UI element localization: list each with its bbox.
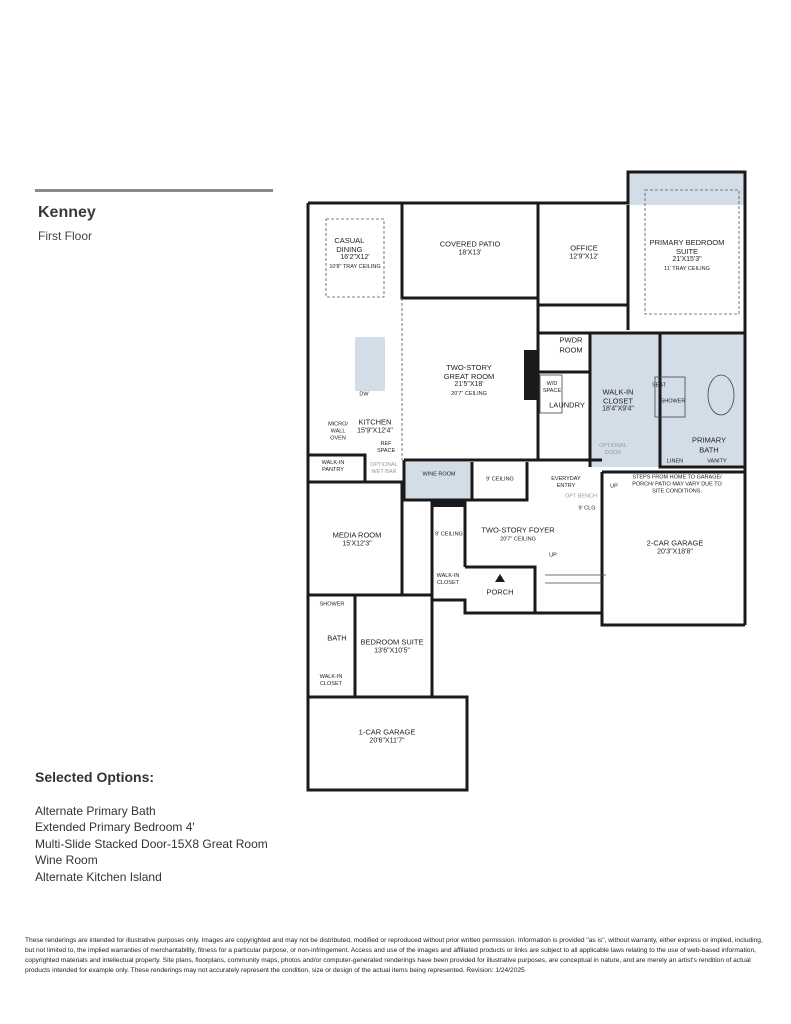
dishwasher-label: DW	[359, 391, 369, 398]
everyday-entry-label: EVERYDAY ENTRY	[551, 476, 581, 489]
room-note: 11' TRAY CEILING	[664, 265, 710, 272]
room-dims: 16'2"X12'	[340, 254, 370, 261]
linen-label: LINEN	[666, 458, 684, 465]
room-primary-bath: PRIMARY BATH	[689, 435, 729, 456]
vanity-label: VANITY	[707, 458, 727, 465]
room-name: 1-CAR GARAGE	[358, 727, 416, 737]
shower-primary	[654, 376, 686, 418]
room-name: 2-CAR GARAGE	[646, 538, 704, 548]
nine-clg-label: 9' CLG	[578, 505, 596, 512]
room-foyer: TWO-STORY FOYER 20'7" CEILING	[481, 525, 555, 544]
room-note: 10'8" TRAY CEILING	[329, 263, 381, 270]
walls	[306, 170, 747, 792]
room-name: PRIMARY BATH	[691, 435, 727, 454]
room-name: WALK-IN CLOSET	[602, 387, 634, 405]
room-kitchen: KITCHEN 15'9"X12'4"	[357, 417, 393, 436]
room-dims: 18'4"X9'4"	[602, 405, 634, 413]
walk-in-pantry-label: WALK-IN PANTRY	[321, 460, 345, 473]
room-dims: 20'3"X18'8"	[657, 548, 693, 555]
room-name: BATH	[327, 633, 347, 643]
bath-b-label: BATH	[327, 634, 346, 644]
entry-arrow-icon	[495, 574, 505, 582]
bedroom-extension-highlight	[629, 173, 745, 205]
kitchen-island	[355, 337, 385, 391]
room-one-car-garage: 1-CAR GARAGE 20'6"X11'7"	[358, 727, 416, 746]
selected-options-heading: Selected Options:	[35, 769, 155, 785]
room-office: OFFICE 12'9"X12'	[569, 243, 599, 262]
room-primary-bedroom: PRIMARY BEDROOM SUITE 21'X15'3" 11' TRAY…	[647, 238, 727, 273]
room-note: 20'7" CEILING	[451, 390, 487, 397]
closet-bath-highlight	[590, 333, 745, 467]
room-name: CASUAL DINING	[334, 236, 365, 254]
option-item: Extended Primary Bedroom 4'	[35, 820, 195, 835]
room-dims: 15'9"X12'4"	[357, 427, 393, 434]
room-dims: 18'X13'	[458, 249, 482, 256]
walk-in-closet-b-label: WALK-IN CLOSET	[436, 573, 460, 586]
room-note: 20'7" CEILING	[500, 536, 536, 542]
selected-options-list: Alternate Primary Bath Extended Primary …	[35, 803, 268, 885]
room-laundry: LAUNDRY	[549, 401, 585, 411]
room-name: KITCHEN	[358, 417, 392, 427]
wd-space-label: W/D SPACE	[542, 381, 562, 394]
room-name: PORCH	[486, 587, 514, 597]
tray-ceilings	[325, 189, 740, 460]
room-name: PRIMARY BEDROOM SUITE	[649, 238, 725, 256]
room-casual-dining: CASUAL DINING 16'2"X12' 10'8" TRAY CEILI…	[329, 236, 381, 271]
bathtub	[707, 374, 735, 416]
room-name: MEDIA ROOM	[332, 530, 382, 540]
room-name: COVERED PATIO	[439, 239, 501, 249]
floor-label: First Floor	[38, 229, 92, 243]
room-pwdr: PWDR ROOM	[556, 335, 586, 356]
room-great-room: TWO-STORY GREAT ROOM 21'5"X18' 20'7" CEI…	[439, 363, 499, 398]
up-label: UP	[610, 483, 618, 490]
room-dims: 21'5"X18'	[454, 381, 484, 388]
walk-in-closet-c-label: WALK-IN CLOSET	[319, 674, 343, 687]
room-dims: 12'9"X12'	[569, 253, 599, 260]
room-dims: 21'X15'3"	[672, 256, 702, 263]
fireplace	[432, 350, 538, 507]
disclaimer: These renderings are intended for illust…	[25, 937, 763, 974]
shower-b-label: SHOWER	[319, 601, 345, 608]
header-divider	[35, 189, 273, 192]
room-covered-patio: COVERED PATIO 18'X13'	[439, 239, 501, 258]
room-dims: 13'6"X10'5"	[374, 647, 410, 654]
room-dims: 20'6"X11'7"	[369, 737, 405, 744]
optional-door-label: OPTIONAL DOOR	[599, 443, 627, 456]
option-item: Multi-Slide Stacked Door-15X8 Great Room	[35, 836, 268, 851]
optional-wet-bar-label: OPTIONAL WET BAR	[370, 462, 398, 475]
shower-label: SHOWER	[660, 398, 686, 405]
ref-space-label: REF SPACE	[377, 441, 396, 454]
fixtures	[539, 374, 735, 584]
highlight-areas	[355, 173, 745, 500]
room-media: MEDIA ROOM 15'X12'3"	[332, 530, 382, 549]
room-name: BEDROOM SUITE	[360, 637, 424, 647]
wd-space	[539, 374, 563, 414]
room-name: TWO-STORY GREAT ROOM	[443, 363, 495, 381]
plan-title: Kenney	[38, 204, 96, 221]
seat-label: SEAT	[652, 382, 666, 389]
opt-bench-label: OPT BENCH	[565, 493, 597, 500]
option-item: Wine Room	[35, 853, 98, 868]
nine-ceiling-label: 9' CEILING	[486, 476, 514, 483]
room-name: TWO-STORY FOYER	[481, 525, 555, 535]
room-dims: 15'X12'3"	[342, 540, 372, 547]
room-name: OFFICE	[570, 243, 598, 253]
wine-room-label: WINE ROOM	[422, 471, 456, 478]
micro-wall-oven-label: MICRO/ WALL OVEN	[328, 421, 348, 442]
room-name: LAUNDRY	[549, 400, 585, 410]
room-walk-in-closet-primary: WALK-IN CLOSET 18'4"X9'4"	[596, 388, 640, 414]
option-item: Alternate Kitchen Island	[35, 869, 162, 884]
wine-room-fill	[404, 462, 472, 500]
nine-ceiling-b-label: 9' CEILING	[435, 531, 463, 538]
steps-note: STEPS FROM HOME TO GARAGE/ PORCH/ PATIO …	[632, 474, 722, 495]
room-bedroom-suite: BEDROOM SUITE 13'6"X10'5"	[360, 637, 424, 656]
option-item: Alternate Primary Bath	[35, 804, 156, 818]
up-b-label: UP	[549, 552, 557, 559]
porch-label: PORCH	[486, 588, 513, 598]
room-name: PWDR ROOM	[559, 335, 583, 354]
room-two-car-garage: 2-CAR GARAGE 20'3"X18'8"	[646, 538, 704, 557]
